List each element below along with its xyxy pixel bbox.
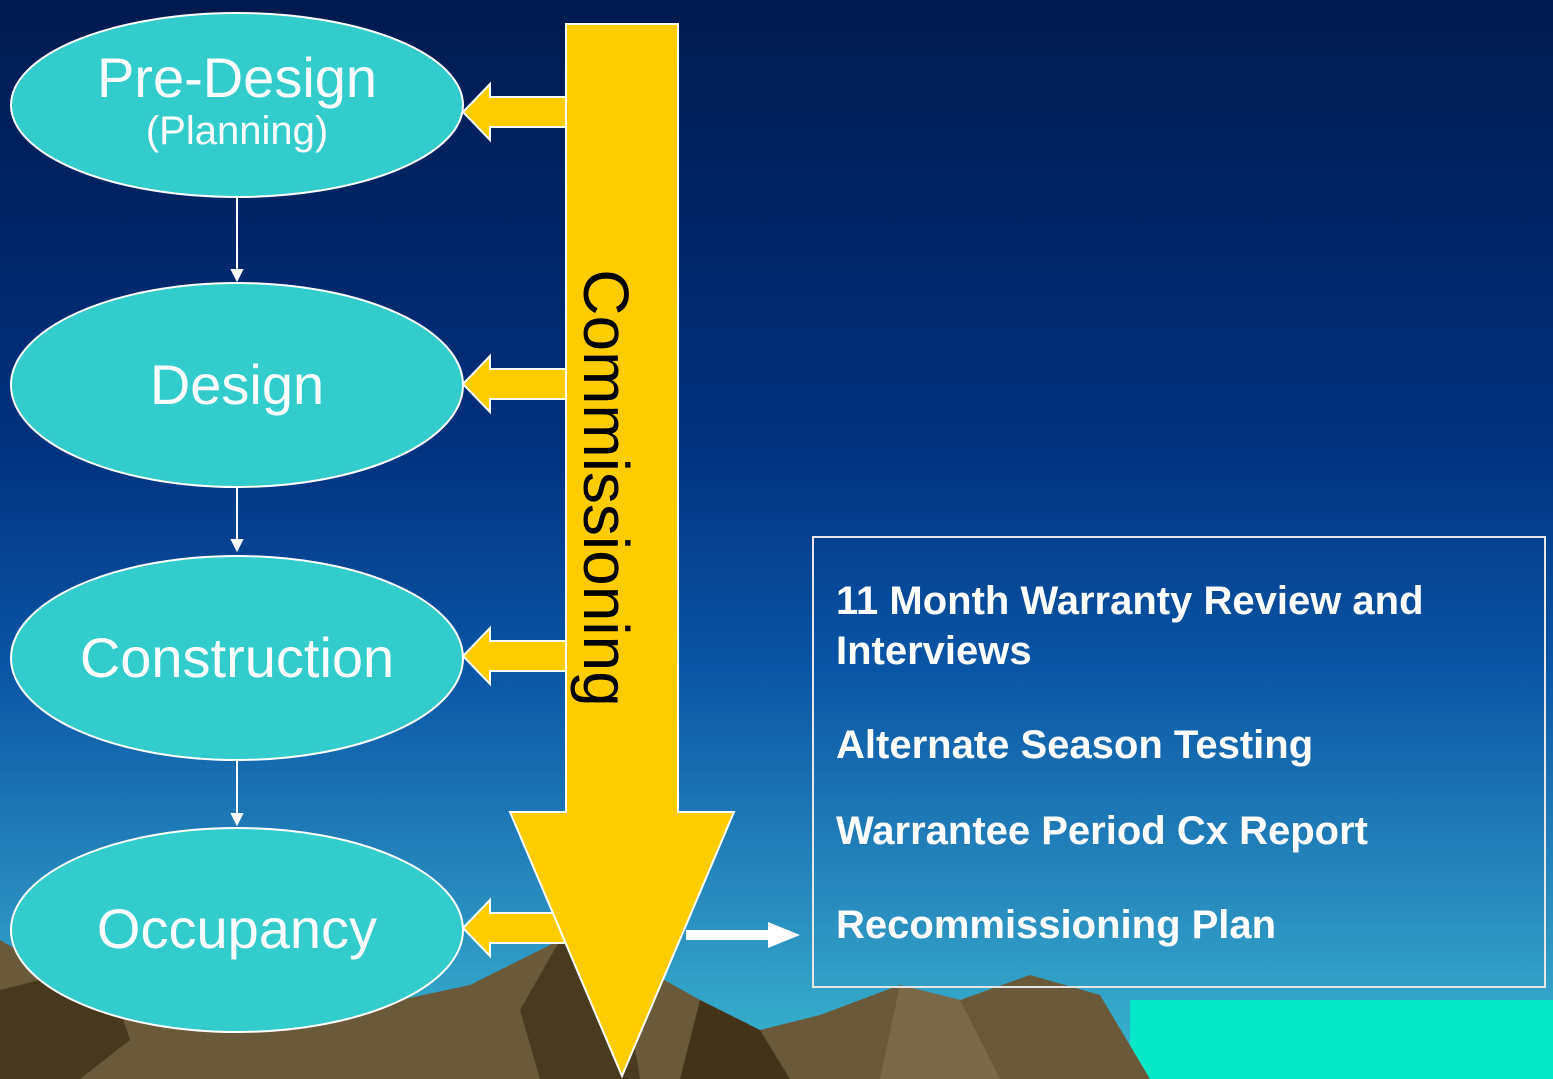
commissioning-label: Commissioning [570, 269, 642, 707]
phase-label-pre-design: Pre-Design (Planning) [37, 48, 437, 154]
info-item-cx-report: Warrantee Period Cx Report [836, 809, 1368, 853]
phase-name: Pre-Design [96, 46, 378, 109]
phase-label-design: Design [37, 355, 437, 415]
feed-arrow-construction [461, 625, 567, 687]
phase-name: Design [149, 353, 325, 416]
phase-name: Construction [79, 626, 395, 689]
horizon-glow [1130, 1000, 1553, 1079]
feed-arrow-occupancy [461, 897, 567, 959]
info-item-recommissioning-plan: Recommissioning Plan [836, 903, 1277, 947]
commissioning-arrow [508, 23, 736, 1079]
phase-subtitle: (Planning) [145, 109, 329, 153]
feed-arrows [461, 81, 567, 959]
phase-label-construction: Construction [37, 628, 437, 688]
mountain-range [0, 940, 1150, 1079]
phase-connectors [230, 194, 244, 827]
info-item-warranty-review: 11 Month Warranty Review and Interviews [836, 579, 1424, 673]
phase-label-occupancy: Occupancy [37, 899, 437, 959]
info-item-alternate-season: Alternate Season Testing [836, 723, 1314, 767]
phase-name: Occupancy [96, 897, 378, 960]
phase-pre-design [10, 12, 464, 198]
phase-construction [10, 555, 464, 761]
warranty-activities-box: 11 Month Warranty Review and Interviews … [812, 536, 1546, 988]
box-pointer-arrow [686, 922, 800, 948]
feed-arrow-pre-design [461, 81, 567, 143]
phase-occupancy [10, 827, 464, 1033]
feed-arrow-design [461, 353, 567, 415]
